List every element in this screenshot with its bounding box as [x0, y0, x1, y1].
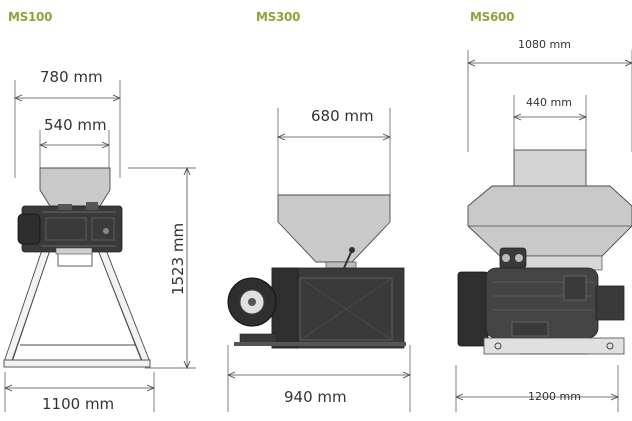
ms100-height-label: 1523 mm	[169, 222, 187, 296]
ms100-machine	[3, 80, 196, 412]
ms100-hopper	[39, 167, 111, 207]
ms100-base-width-label: 1100 mm	[42, 395, 115, 413]
ms100-mill-body	[17, 202, 123, 255]
model-title-ms100: MS100	[8, 10, 53, 24]
ms600-inlet-width-label: 440 mm	[526, 96, 572, 109]
ms300-hopper-width-label: 680 mm	[311, 107, 374, 125]
ms300-machine	[228, 108, 410, 412]
model-title-ms600: MS600	[470, 10, 515, 24]
ms600-inlet	[513, 149, 587, 187]
ms300-hopper	[277, 194, 391, 263]
ms100-frame	[3, 249, 151, 368]
ms100-hopper-width-label: 540 mm	[44, 116, 107, 134]
ms300-mill-body	[227, 267, 406, 349]
ms100-top-width-label: 780 mm	[40, 68, 103, 86]
ms600-mill-body	[457, 247, 625, 355]
ms600-hopper	[467, 185, 632, 257]
ms600-base-width-label: 1200 mm	[528, 390, 581, 403]
ms600-machine	[456, 50, 632, 412]
ms300-base-width-label: 940 mm	[284, 388, 347, 406]
model-title-ms300: MS300	[256, 10, 301, 24]
ms600-top-width-label: 1080 mm	[518, 38, 571, 51]
